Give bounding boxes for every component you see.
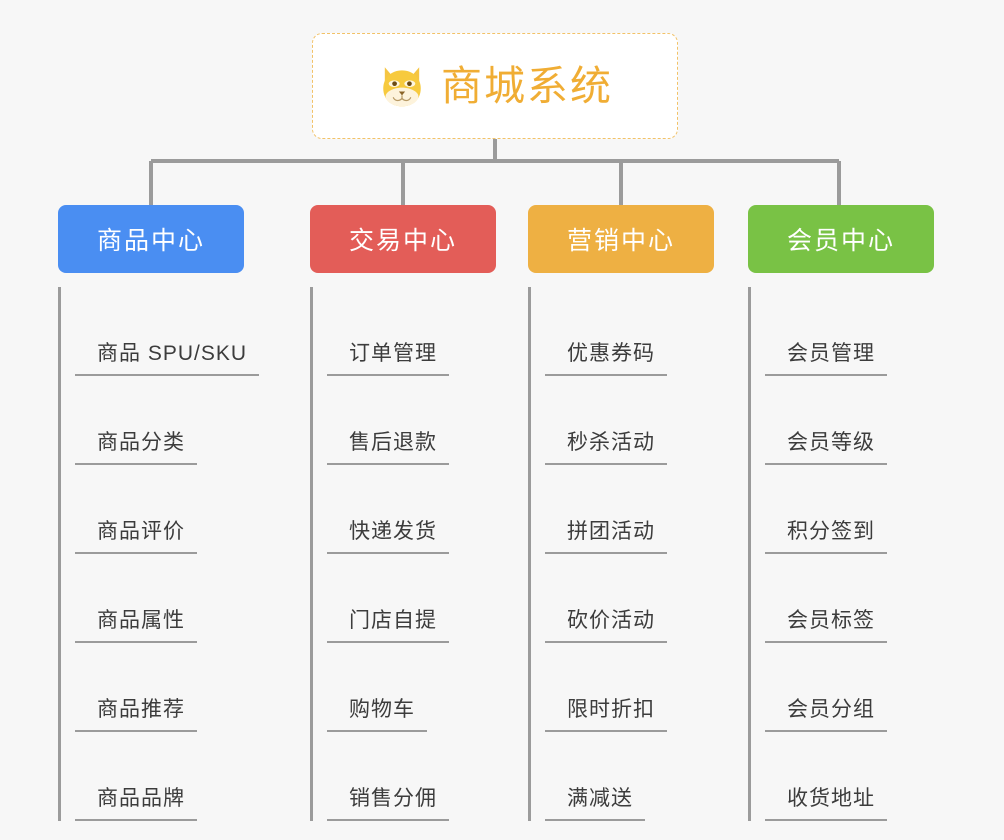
category-box-1[interactable]: 交易中心 <box>310 205 496 273</box>
leaf-label: 商品评价 <box>75 515 197 554</box>
leaf-label: 收货地址 <box>765 782 887 821</box>
leaf-label: 购物车 <box>327 693 427 732</box>
leaf-item[interactable]: 销售分佣 <box>327 732 540 821</box>
leaf-item[interactable]: 会员管理 <box>765 287 978 376</box>
leaf-label: 会员管理 <box>765 337 887 376</box>
leaf-label: 拼团活动 <box>545 515 667 554</box>
category-label-0: 商品中心 <box>96 227 205 255</box>
leaf-label: 快递发货 <box>327 515 449 554</box>
category-label-2: 营销中心 <box>566 227 675 255</box>
leaf-label: 会员等级 <box>765 426 887 465</box>
category-box-0[interactable]: 商品中心 <box>58 205 244 273</box>
category-box-3[interactable]: 会员中心 <box>748 205 934 273</box>
leaf-item[interactable]: 会员标签 <box>765 554 978 643</box>
leaf-item[interactable]: 秒杀活动 <box>545 376 758 465</box>
leaf-item[interactable]: 限时折扣 <box>545 643 758 732</box>
leaf-label: 商品分类 <box>75 426 197 465</box>
leaf-label: 砍价活动 <box>545 604 667 643</box>
leaf-label: 订单管理 <box>327 337 449 376</box>
leaf-label: 会员分组 <box>765 693 887 732</box>
leaf-label: 商品 SPU/SKU <box>75 337 260 376</box>
leaf-label: 会员标签 <box>765 604 887 643</box>
leaf-item[interactable]: 商品推荐 <box>75 643 288 732</box>
leaf-label: 销售分佣 <box>327 782 449 821</box>
leaf-list-1: 订单管理 售后退款 快递发货 门店自提 购物车 销售分佣 <box>310 287 540 821</box>
leaf-item[interactable]: 商品评价 <box>75 465 288 554</box>
leaf-item[interactable]: 会员等级 <box>765 376 978 465</box>
leaf-label: 限时折扣 <box>545 693 667 732</box>
category-label-1: 交易中心 <box>348 227 457 255</box>
leaf-item[interactable]: 拼团活动 <box>545 465 758 554</box>
category-box-2[interactable]: 营销中心 <box>528 205 714 273</box>
leaf-item[interactable]: 优惠券码 <box>545 287 758 376</box>
leaf-label: 商品品牌 <box>75 782 197 821</box>
leaf-item[interactable]: 满减送 <box>545 732 758 821</box>
leaf-item[interactable]: 售后退款 <box>327 376 540 465</box>
leaf-label: 售后退款 <box>327 426 449 465</box>
leaf-label: 商品属性 <box>75 604 197 643</box>
leaf-item[interactable]: 商品品牌 <box>75 732 288 821</box>
branch-column-2: 营销中心 优惠券码 秒杀活动 拼团活动 砍价活动 限时折扣 满减送 <box>528 205 758 821</box>
leaf-item[interactable]: 商品 SPU/SKU <box>75 287 288 376</box>
branch-column-1: 交易中心 订单管理 售后退款 快递发货 门店自提 购物车 销售分佣 <box>310 205 540 821</box>
leaf-label: 满减送 <box>545 782 645 821</box>
branch-column-0: 商品中心 商品 SPU/SKU 商品分类 商品评价 商品属性 商品推荐 商品品牌 <box>58 205 288 821</box>
leaf-list-3: 会员管理 会员等级 积分签到 会员标签 会员分组 收货地址 <box>748 287 978 821</box>
leaf-item[interactable]: 积分签到 <box>765 465 978 554</box>
leaf-item[interactable]: 收货地址 <box>765 732 978 821</box>
leaf-label: 优惠券码 <box>545 337 667 376</box>
root-title: 商城系统 <box>441 62 613 109</box>
root-node[interactable]: 商城系统 <box>312 33 678 139</box>
leaf-item[interactable]: 门店自提 <box>327 554 540 643</box>
leaf-list-0: 商品 SPU/SKU 商品分类 商品评价 商品属性 商品推荐 商品品牌 <box>58 287 288 821</box>
leaf-item[interactable]: 砍价活动 <box>545 554 758 643</box>
shiba-dog-face-icon <box>383 67 421 107</box>
leaf-item[interactable]: 商品分类 <box>75 376 288 465</box>
leaf-label: 秒杀活动 <box>545 426 667 465</box>
branch-column-3: 会员中心 会员管理 会员等级 积分签到 会员标签 会员分组 收货地址 <box>748 205 978 821</box>
leaf-item[interactable]: 快递发货 <box>327 465 540 554</box>
leaf-item[interactable]: 会员分组 <box>765 643 978 732</box>
leaf-label: 门店自提 <box>327 604 449 643</box>
leaf-item[interactable]: 商品属性 <box>75 554 288 643</box>
leaf-label: 积分签到 <box>765 515 887 554</box>
leaf-item[interactable]: 订单管理 <box>327 287 540 376</box>
category-label-3: 会员中心 <box>786 227 895 255</box>
leaf-list-2: 优惠券码 秒杀活动 拼团活动 砍价活动 限时折扣 满减送 <box>528 287 758 821</box>
leaf-label: 商品推荐 <box>75 693 197 732</box>
leaf-item[interactable]: 购物车 <box>327 643 540 732</box>
